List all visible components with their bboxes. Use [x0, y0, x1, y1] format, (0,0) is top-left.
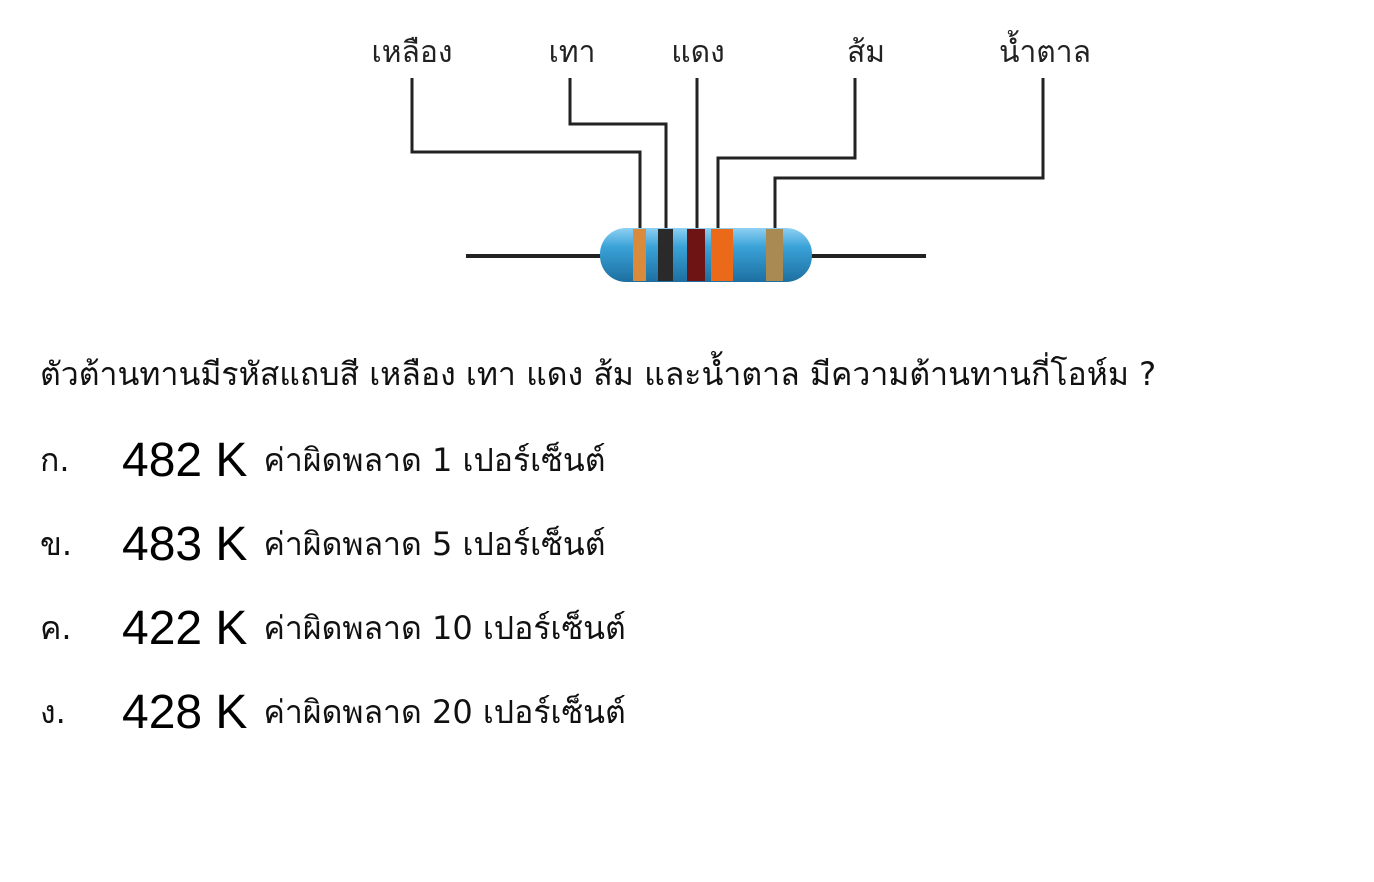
- leader-line-orange: [716, 78, 857, 230]
- band-yellow: [633, 229, 646, 281]
- option-value: 483 K: [122, 517, 248, 571]
- band-label-yellow: เหลือง: [371, 35, 452, 70]
- band-label-brown: น้ำตาล: [999, 30, 1091, 70]
- resistor-body: [600, 228, 812, 282]
- option-d[interactable]: ง. 428 K ค่าผิดพลาด 20 เปอร์เซ็นต์: [40, 670, 626, 754]
- band-brown: [766, 229, 783, 281]
- resistor-diagram: เหลือง เทา แดง ส้ม น้ำตาล: [371, 30, 1091, 282]
- band-label-red: แดง: [671, 35, 724, 70]
- option-letter: ข.: [40, 524, 73, 563]
- option-c[interactable]: ค. 422 K ค่าผิดพลาด 10 เปอร์เซ็นต์: [40, 586, 626, 670]
- option-tolerance: ค่าผิดพลาด 1 เปอร์เซ็นต์: [263, 440, 606, 479]
- option-value: 428 K: [122, 685, 248, 739]
- option-letter: ก.: [40, 440, 70, 479]
- band-orange: [711, 229, 733, 281]
- band-label-gray: เทา: [549, 35, 596, 70]
- band-red: [687, 229, 705, 281]
- leader-line-gray: [568, 78, 668, 230]
- band-gray: [658, 229, 673, 281]
- option-letter: ง.: [40, 692, 66, 731]
- option-tolerance: ค่าผิดพลาด 20 เปอร์เซ็นต์: [263, 692, 626, 731]
- band-label-orange: ส้ม: [847, 35, 885, 70]
- question-text: ตัวต้านทานมีรหัสแถบสี เหลือง เทา แดง ส้ม…: [40, 355, 1157, 393]
- option-tolerance: ค่าผิดพลาด 5 เปอร์เซ็นต์: [263, 524, 606, 563]
- leader-line-brown: [773, 78, 1045, 230]
- option-value: 482 K: [122, 433, 248, 487]
- option-letter: ค.: [40, 608, 72, 647]
- option-a[interactable]: ก. 482 K ค่าผิดพลาด 1 เปอร์เซ็นต์: [40, 418, 626, 502]
- option-value: 422 K: [122, 601, 248, 655]
- answer-options: ก. 482 K ค่าผิดพลาด 1 เปอร์เซ็นต์ ข. 483…: [40, 418, 626, 754]
- option-tolerance: ค่าผิดพลาด 10 เปอร์เซ็นต์: [263, 608, 626, 647]
- leader-line-yellow: [410, 78, 642, 230]
- option-b[interactable]: ข. 483 K ค่าผิดพลาด 5 เปอร์เซ็นต์: [40, 502, 626, 586]
